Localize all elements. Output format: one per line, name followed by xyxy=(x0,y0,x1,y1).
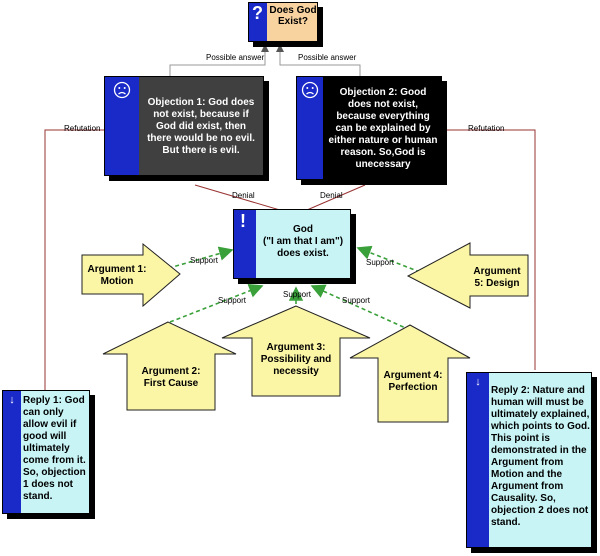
objection-1-node[interactable]: Objection 1: God does not exist, because… xyxy=(104,76,264,176)
support-connector-a4 xyxy=(310,284,411,331)
sad-face-icon xyxy=(113,81,131,99)
argument-3-label[interactable]: Argument 3: Possibility and necessity xyxy=(260,342,332,377)
sad-face-icon xyxy=(301,81,319,99)
support-connector-a2 xyxy=(169,283,264,323)
support-connector-a1 xyxy=(154,246,234,273)
claim-line-3: does exist. xyxy=(277,248,329,259)
objection-2-text: Objection 2: Good does not exist, becaus… xyxy=(328,87,438,170)
support-label-a5: Support xyxy=(366,258,395,267)
claim-text: God ("I am that I am") does exist. xyxy=(258,224,348,260)
denial-label-right: Denial xyxy=(320,191,343,200)
argument-1-arrow xyxy=(81,242,181,308)
reply-1-node[interactable]: ↓ Reply 1: God can only allow evil if go… xyxy=(2,390,90,514)
objection-1-stripe xyxy=(105,77,139,175)
support-label-a1: Support xyxy=(190,256,219,265)
argument-2-arrow xyxy=(102,321,237,411)
support-label-a2: Support xyxy=(218,296,247,305)
reply-2-stripe xyxy=(467,373,489,547)
reply-2-text: Reply 2: Nature and human will must be u… xyxy=(491,385,590,528)
argument-4-label[interactable]: Argument 4: Perfection xyxy=(383,370,443,393)
support-label-a3: Support xyxy=(283,290,312,299)
refutation-label-right: Refutation xyxy=(468,124,505,133)
possible-answer-connector-right xyxy=(276,44,361,85)
reply-2-node[interactable]: ↓ Reply 2: Nature and human will must be… xyxy=(466,372,592,548)
question-stripe xyxy=(249,3,267,41)
down-arrow-icon: ↓ xyxy=(9,394,15,406)
exclamation-icon: ! xyxy=(240,211,246,231)
objection-1-text: Objection 1: God does not exist, because… xyxy=(147,97,255,156)
argument-5-label[interactable]: Argument 5: Design xyxy=(473,266,521,289)
question-node[interactable]: ? Does God Exist? xyxy=(248,2,318,42)
argument-3-arrow xyxy=(221,305,371,397)
argument-2-label[interactable]: Argument 2: First Cause xyxy=(141,366,201,389)
down-arrow-icon: ↓ xyxy=(475,376,481,388)
claim-line-1: God xyxy=(293,224,313,235)
refutation-connector-left xyxy=(44,126,113,390)
refutation-connector-right xyxy=(429,126,536,370)
possible-answer-connector-left xyxy=(169,44,269,85)
refutation-label-left: Refutation xyxy=(64,124,101,133)
objection-2-stripe xyxy=(297,77,323,179)
question-text: Does God Exist? xyxy=(269,5,317,27)
reply-1-stripe xyxy=(3,391,21,513)
claim-line-2: ("I am that I am") xyxy=(262,236,344,247)
question-mark-icon: ? xyxy=(252,3,263,23)
claim-node[interactable]: ! God ("I am that I am") does exist. xyxy=(233,209,351,279)
denial-connector-right xyxy=(299,184,366,214)
possible-answer-label-right: Possible answer xyxy=(298,53,357,62)
argument-1-label[interactable]: Argument 1: Motion xyxy=(87,264,147,287)
argument-4-arrow xyxy=(349,324,471,423)
denial-label-left: Denial xyxy=(232,191,255,200)
possible-answer-label-left: Possible answer xyxy=(206,53,265,62)
support-label-a4: Support xyxy=(342,296,371,305)
objection-2-node[interactable]: Objection 2: Good does not exist, becaus… xyxy=(296,76,442,180)
argument-5-arrow xyxy=(406,242,529,309)
denial-connector-left xyxy=(194,184,291,214)
reply-1-text: Reply 1: God can only allow evil if good… xyxy=(23,395,86,502)
claim-stripe xyxy=(234,210,256,278)
